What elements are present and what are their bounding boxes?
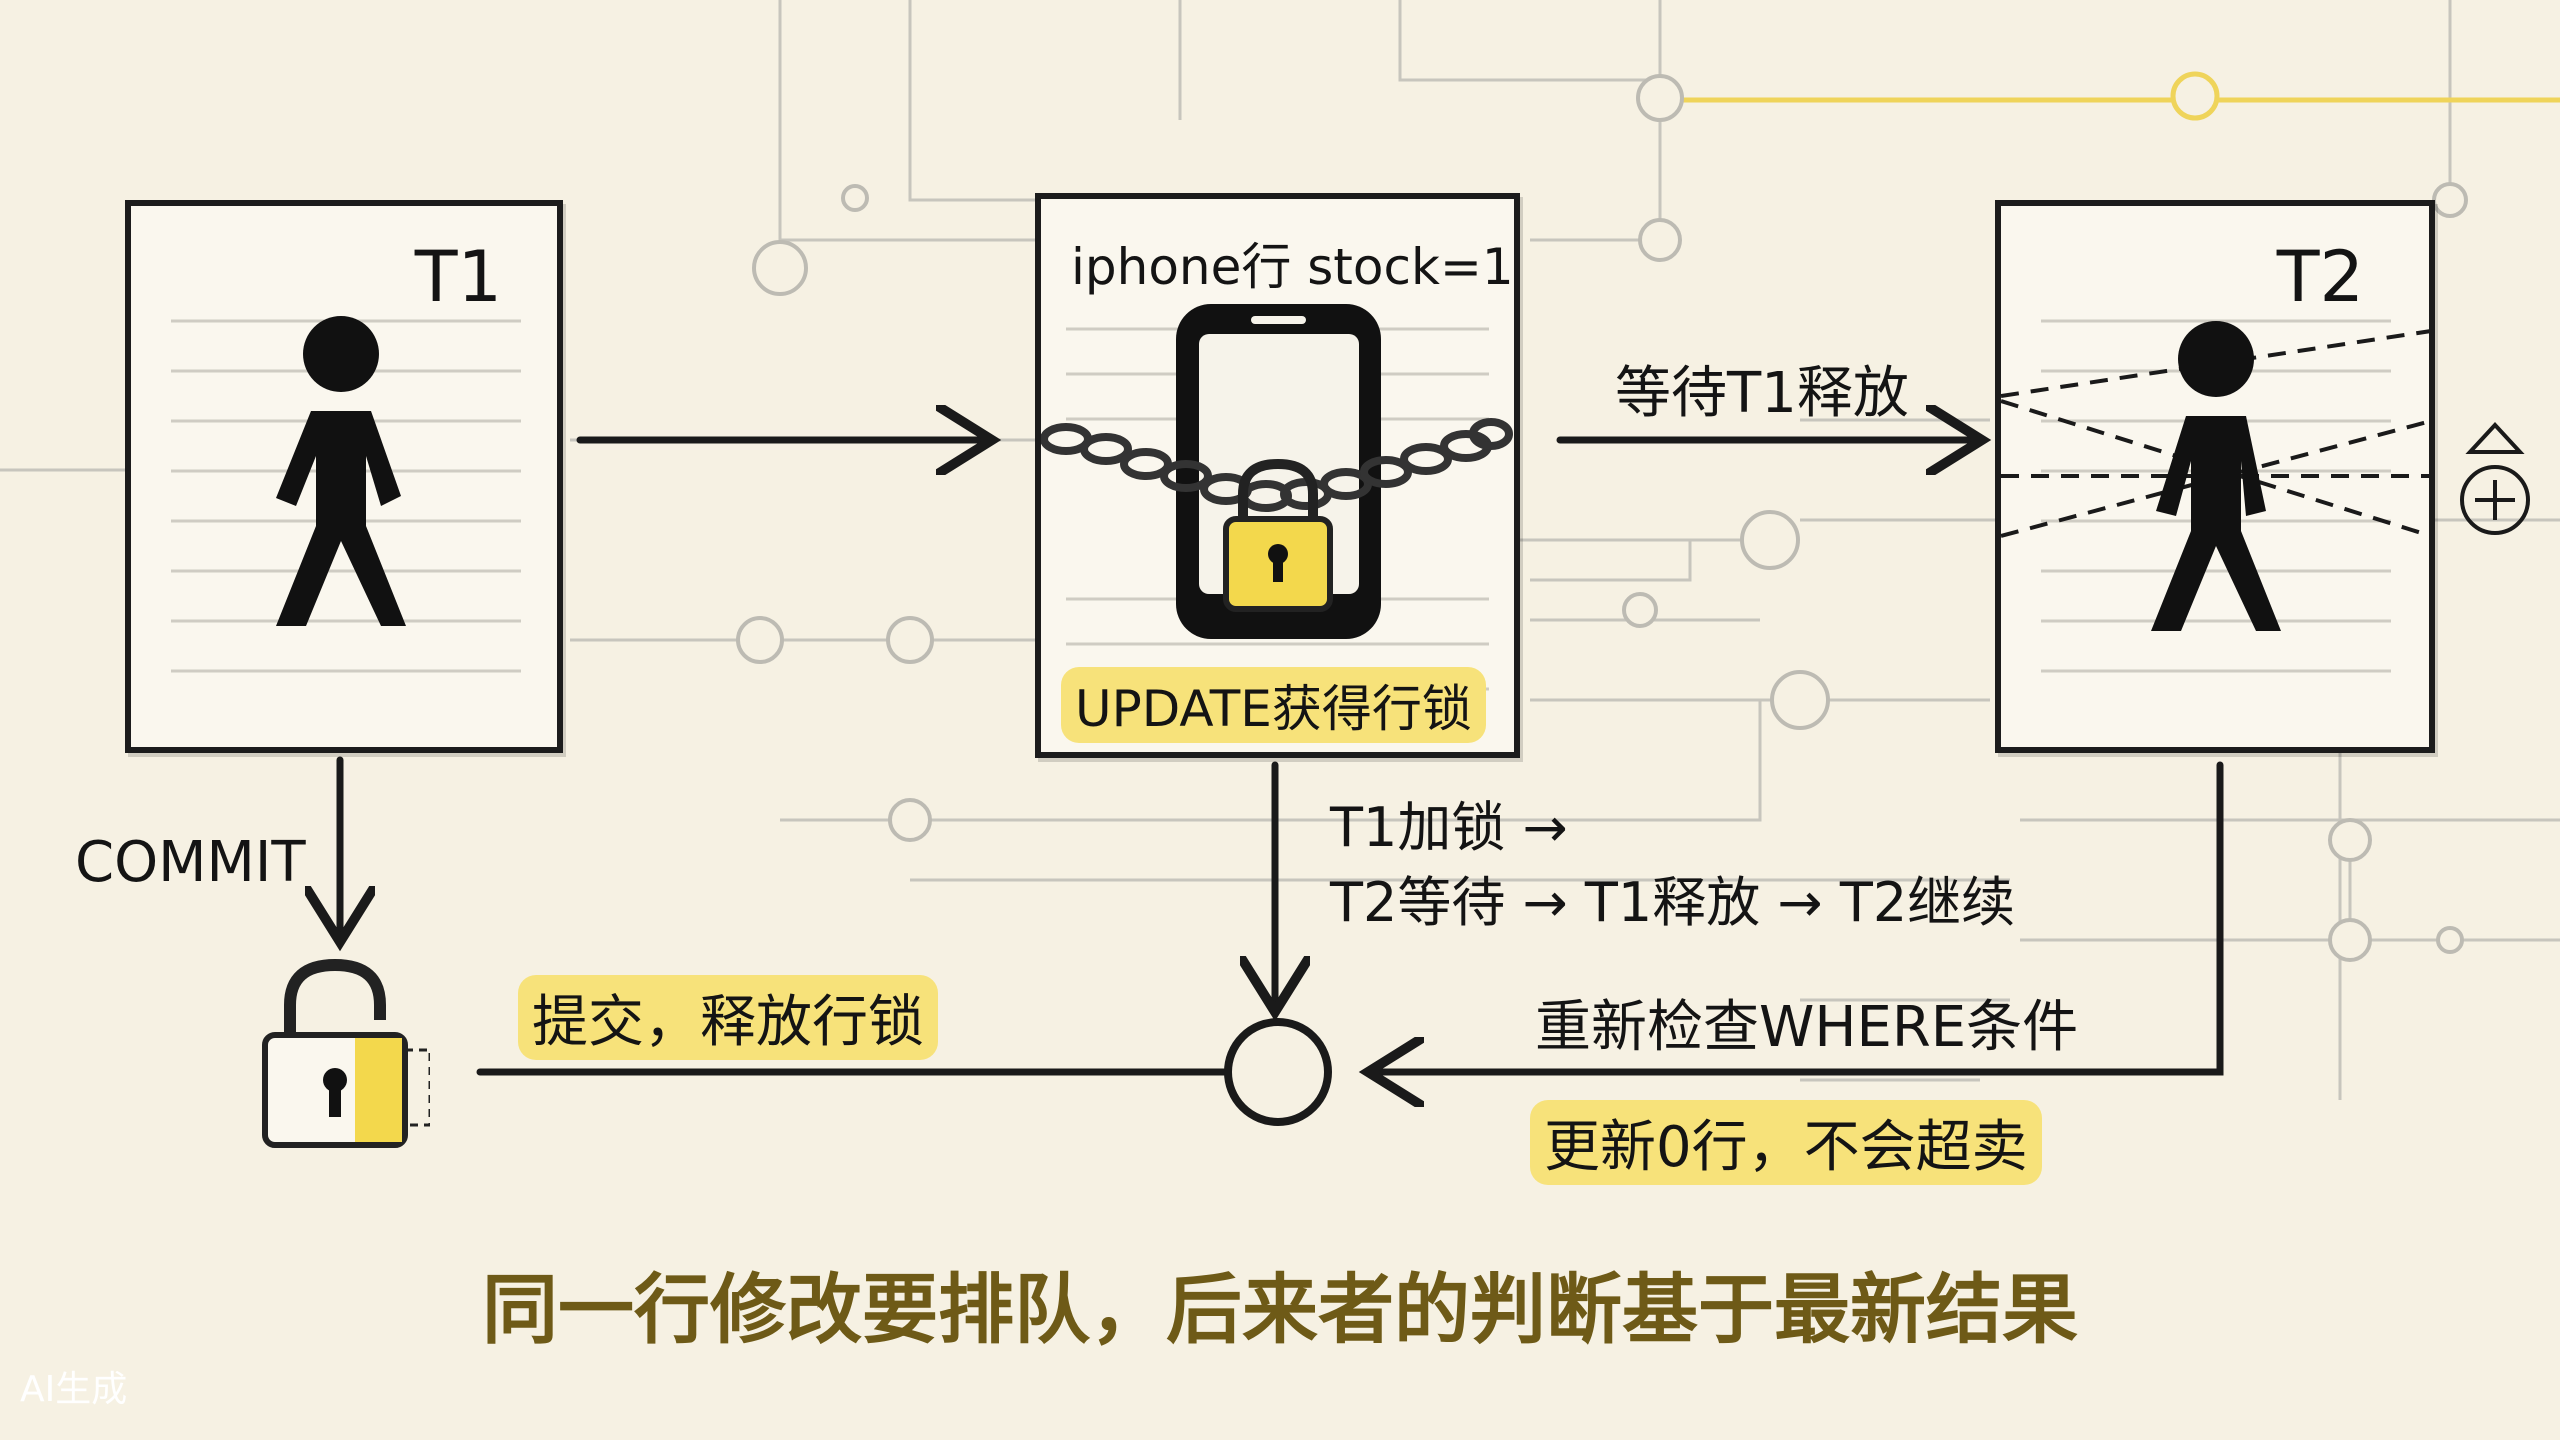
release-label: 提交，释放行锁 xyxy=(518,975,938,1060)
wait-label: 等待T1释放 xyxy=(1615,361,1909,426)
result-label: 更新0行，不会超卖 xyxy=(1530,1100,2042,1185)
flow-arrows xyxy=(340,440,2224,1072)
merge-node xyxy=(1224,1018,1332,1126)
phone-icon xyxy=(1041,304,1513,639)
padlock-closed-icon xyxy=(1223,458,1333,612)
summary-caption: 同一行修改要排队，后来者的判断基于最新结果 xyxy=(482,1265,2078,1354)
person-walking-icon xyxy=(2151,321,2281,631)
t1-title: T1 xyxy=(414,236,502,318)
row-card-caption: UPDATE获得行锁 xyxy=(1061,667,1486,743)
padlock-open-icon xyxy=(262,958,430,1148)
recheck-label: 重新检查WHERE条件 xyxy=(1535,995,2079,1060)
row-card: iphone行 stock=1 UPDATE获得行锁 xyxy=(1035,193,1520,758)
person-walking-icon xyxy=(276,316,406,626)
commit-label: COMMIT xyxy=(75,830,306,895)
plus-circle-icon xyxy=(2460,422,2530,535)
t1-card: T1 xyxy=(125,200,563,753)
row-card-title: iphone行 stock=1 xyxy=(1071,238,1514,296)
watermark: AI生成 xyxy=(20,1369,128,1410)
flow-line1: T1加锁 → xyxy=(1330,796,1568,859)
chain-icon xyxy=(1041,418,1513,512)
flow-line2: T2等待 → T1释放 → T2继续 xyxy=(1330,871,2016,934)
circuit-nodes xyxy=(736,74,2468,962)
yellow-node xyxy=(2170,71,2220,121)
t2-title: T2 xyxy=(2276,236,2364,318)
t2-card: T2 xyxy=(1995,200,2435,753)
